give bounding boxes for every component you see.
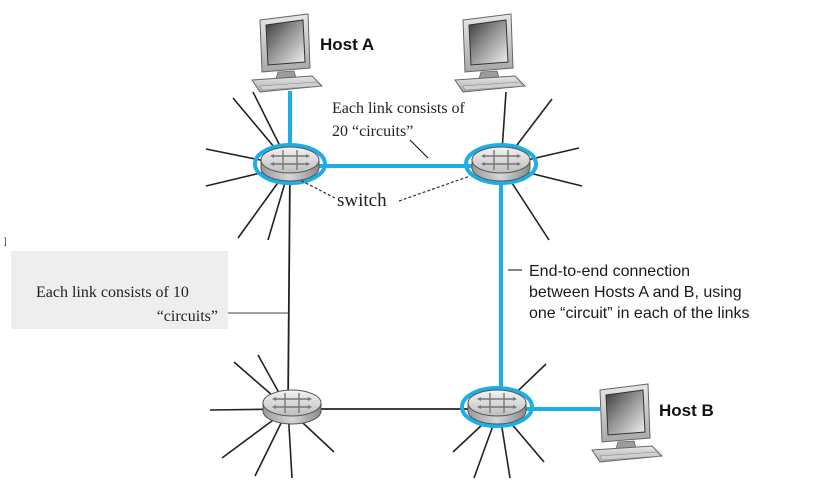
top-link-label-line2: 20 “circuits” — [332, 123, 413, 140]
switch-icon — [467, 389, 527, 425]
switch-top-right — [464, 143, 538, 185]
switch-pointer-right — [398, 175, 471, 202]
left-link-label-line2: “circuits” — [157, 308, 218, 325]
switch-bottom-left — [262, 389, 322, 425]
top-link-pointer — [409, 139, 429, 159]
left-link-label-line1: Each link consists of 10 — [36, 284, 189, 301]
switch-pointer-left — [299, 179, 336, 199]
switch-top-left — [253, 143, 327, 185]
e2e-label-line3: one “circuit” in each of the links — [529, 305, 750, 322]
computer-icon — [251, 13, 323, 93]
computer-icon — [591, 383, 663, 463]
e2e-label-line2: between Hosts A and B, using — [529, 284, 742, 301]
switch-label: switch — [337, 190, 387, 211]
host-a-label: Host A — [320, 35, 374, 54]
top-link-label-line1: Each link consists of — [332, 100, 466, 117]
host-b-label: Host B — [659, 401, 714, 420]
left-callout-box — [11, 251, 228, 329]
switch-links — [287, 165, 499, 410]
switch-icon — [260, 146, 320, 182]
switch-bottom-right — [460, 386, 534, 428]
host-b-computer — [591, 383, 663, 463]
host-a-computer — [251, 13, 323, 93]
top-right-computer — [454, 13, 526, 93]
link-left-vertical — [287, 165, 291, 410]
e2e-label-line1: End-to-end connection — [529, 263, 690, 280]
switch-icon — [262, 389, 322, 425]
computer-icon — [454, 13, 526, 93]
switch-icon — [471, 146, 531, 182]
margin-mark: ] — [4, 236, 7, 246]
